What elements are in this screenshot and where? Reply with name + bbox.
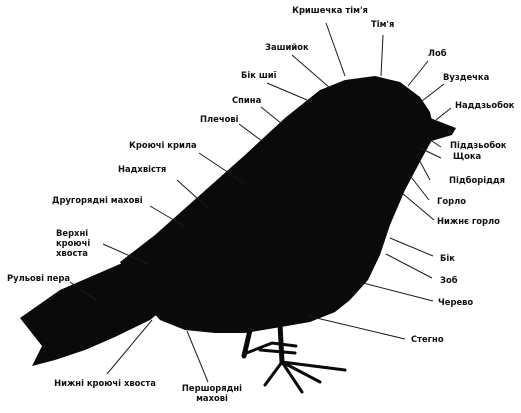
label-cheek: Щока <box>453 151 481 161</box>
label-crop: Зоб <box>440 275 458 285</box>
leader-throat <box>408 173 429 200</box>
leader-nape <box>292 55 330 88</box>
label-throat: Горло <box>437 196 466 206</box>
leader-belly <box>363 283 433 301</box>
leader-forehead <box>408 61 428 86</box>
label-bridle: Вуздечка <box>443 72 489 82</box>
leader-cap <box>326 23 345 76</box>
label-underwing: Надхвістя <box>118 164 166 174</box>
label-upper-tail-coverts: Верхні кроючі хвоста <box>56 228 118 258</box>
label-under-tail-coverts: Нижні кроючі хвоста <box>35 378 175 388</box>
leader-crop <box>386 254 432 278</box>
leader-thigh <box>308 316 405 339</box>
label-hindneck: Бік шиї <box>241 70 277 80</box>
label-belly: Черево <box>438 297 473 307</box>
label-side: Бік <box>440 253 455 263</box>
leader-crown <box>381 35 383 76</box>
label-lower-throat: Нижнє горло <box>437 216 500 226</box>
leader-chin <box>416 154 430 180</box>
leader-shoulders <box>239 124 262 141</box>
label-tail-feathers: Рульові пера <box>7 273 70 283</box>
label-shoulders: Плечові <box>200 114 239 124</box>
leader-hindneck <box>267 83 307 100</box>
bird-beak <box>425 116 456 142</box>
leader-back <box>261 107 282 124</box>
leader-lower-throat <box>402 193 434 220</box>
label-nape: Зашийок <box>265 42 309 52</box>
label-cap: Кришечка тім'я <box>270 5 390 15</box>
label-primaries: Першорядні махові <box>180 383 244 403</box>
label-forehead: Лоб <box>428 48 447 58</box>
label-secondaries: Другорядні махові <box>52 195 143 205</box>
bird-body <box>120 76 433 333</box>
label-thigh: Стегно <box>411 334 444 344</box>
label-wing-coverts: Кроючі крила <box>129 140 197 150</box>
leader-primaries <box>187 331 208 382</box>
leader-side <box>390 238 433 256</box>
label-upper-mandible: Наддзьобок <box>455 100 514 110</box>
leader-bridle <box>422 84 444 101</box>
label-back: Спина <box>232 95 261 105</box>
bird-legs <box>244 324 345 392</box>
label-crown: Тім'я <box>371 19 394 29</box>
label-lower-mandible: Піддзьобок <box>450 140 507 150</box>
label-chin: Підборіддя <box>449 175 505 185</box>
leader-upper-mandible <box>436 108 451 120</box>
